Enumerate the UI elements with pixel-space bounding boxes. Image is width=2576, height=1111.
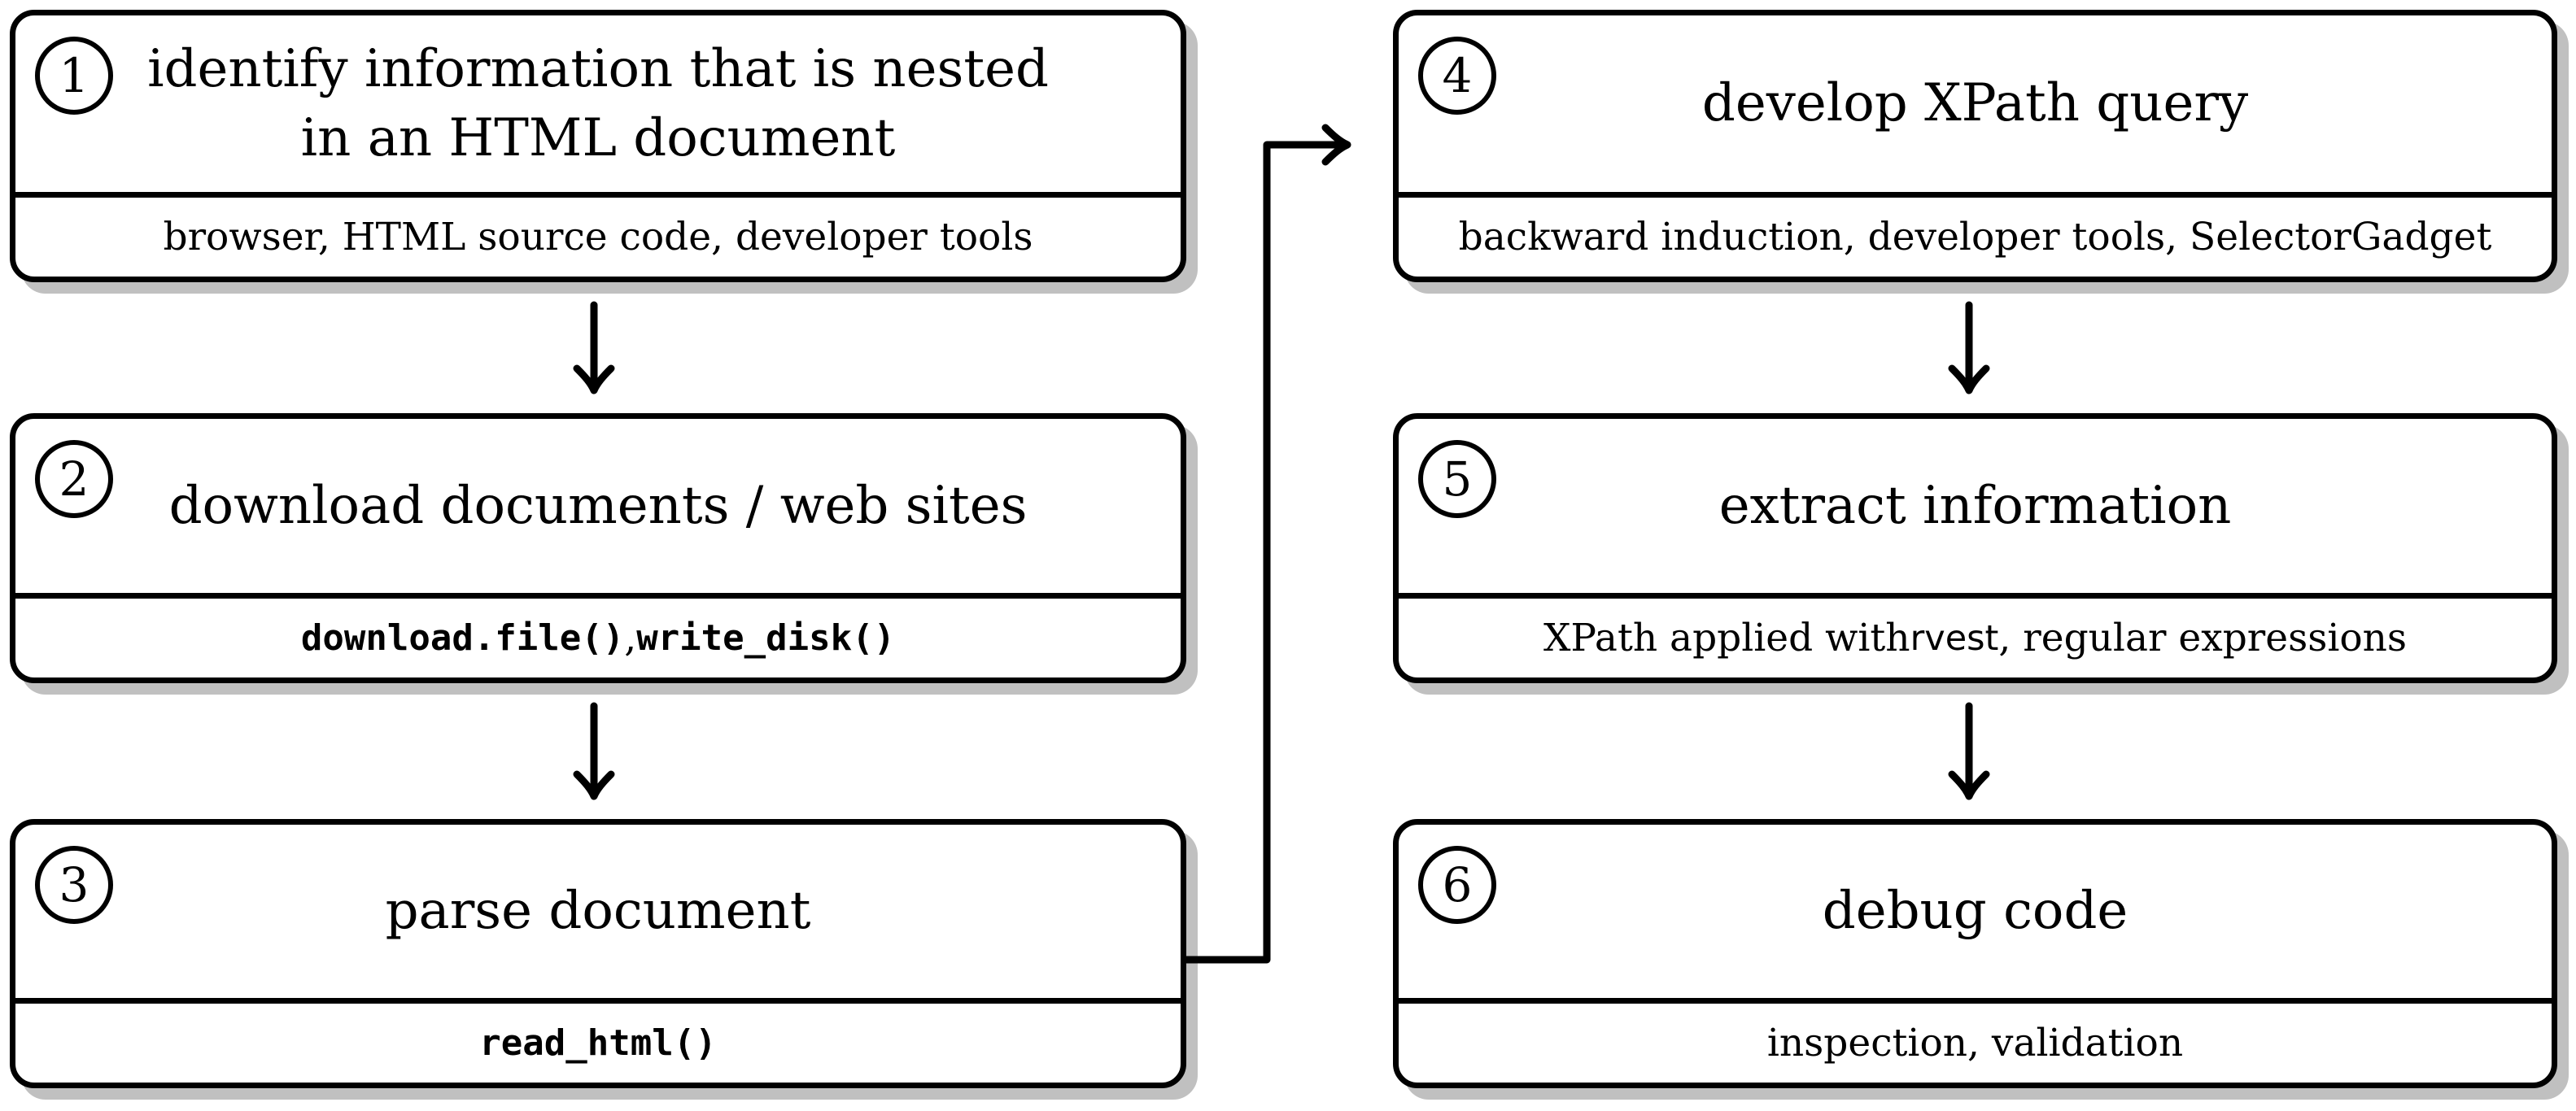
- step-box-5: 5 extract information XPath applied with…: [1393, 413, 2557, 683]
- step-title-line: parse document: [385, 881, 811, 942]
- step-title-line: extract information: [1718, 475, 2232, 536]
- step-number-badge: 6: [1418, 846, 1496, 924]
- package-name: rvest: [1910, 617, 1999, 659]
- step-number-badge: 2: [35, 440, 113, 518]
- code-function-name: read_html(): [479, 1022, 717, 1064]
- step-number: 4: [1442, 47, 1473, 103]
- step-subtitle-text: browser, HTML source code, developer too…: [163, 215, 1033, 259]
- step-box-2: 2 download documents / web sites downloa…: [10, 413, 1186, 683]
- step-subtitle: inspection, validation: [1399, 998, 2552, 1083]
- step-2-title-area: 2 download documents / web sites: [15, 419, 1181, 593]
- step-number-badge: 4: [1418, 37, 1496, 115]
- separator: ,: [624, 616, 637, 660]
- step-box-1: 1 identify information that is nested in…: [10, 10, 1186, 282]
- step-subtitle: download.file(), write_disk(): [15, 593, 1181, 677]
- arrow-down-icon: [573, 702, 615, 800]
- step-box-6: 6 debug code inspection, validation: [1393, 819, 2557, 1088]
- step-number: 1: [59, 47, 90, 103]
- code-function-name: download.file(): [300, 617, 625, 659]
- step-4-title-area: 4 develop XPath query: [1399, 15, 2552, 192]
- step-title-line: download documents / web sites: [168, 475, 1028, 536]
- step-subtitle-text: , regular expressions: [1998, 616, 2408, 660]
- code-function-name: write_disk(): [636, 617, 896, 659]
- step-1-title-area: 1 identify information that is nested in…: [15, 15, 1181, 192]
- elbow-arrow-icon: [1182, 124, 1351, 964]
- step-title-line: develop XPath query: [1701, 73, 2249, 134]
- step-number-badge: 3: [35, 846, 113, 924]
- step-subtitle: XPath applied with rvest, regular expres…: [1399, 593, 2552, 677]
- step-box-3: 3 parse document read_html(): [10, 819, 1186, 1088]
- step-number-badge: 1: [35, 37, 113, 115]
- step-3-title-area: 3 parse document: [15, 825, 1181, 998]
- step-title-line: debug code: [1822, 881, 2128, 942]
- step-subtitle-text: inspection, validation: [1766, 1021, 2184, 1065]
- step-number: 5: [1442, 451, 1473, 507]
- step-number: 3: [59, 856, 90, 913]
- arrow-down-icon: [1948, 702, 1990, 800]
- step-subtitle: backward induction, developer tools, Sel…: [1399, 192, 2552, 277]
- step-6-title-area: 6 debug code: [1399, 825, 2552, 998]
- step-title-line: identify information that is nested: [147, 39, 1049, 100]
- step-subtitle: browser, HTML source code, developer too…: [15, 192, 1181, 277]
- step-subtitle-text: XPath applied with: [1543, 616, 1910, 660]
- step-subtitle: read_html(): [15, 998, 1181, 1083]
- step-number-badge: 5: [1418, 440, 1496, 518]
- step-number: 6: [1442, 856, 1473, 913]
- arrow-down-icon: [1948, 301, 1990, 394]
- arrow-down-icon: [573, 301, 615, 394]
- step-box-4: 4 develop XPath query backward induction…: [1393, 10, 2557, 282]
- step-title-line: in an HTML document: [300, 107, 896, 168]
- step-5-title-area: 5 extract information: [1399, 419, 2552, 593]
- step-subtitle-text: backward induction, developer tools, Sel…: [1458, 215, 2492, 259]
- step-number: 2: [59, 451, 90, 507]
